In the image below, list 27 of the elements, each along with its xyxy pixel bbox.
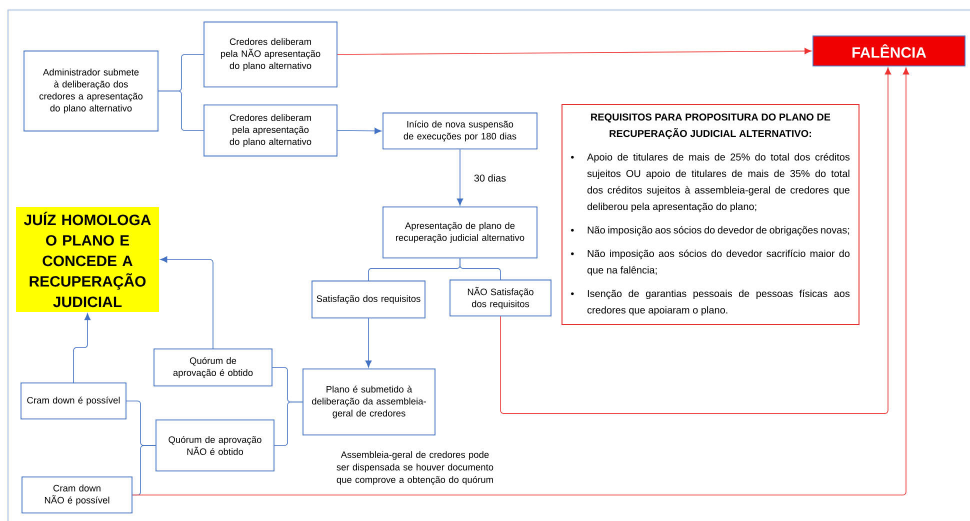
note-text: Assembleia-geral de credores pode ser dispensada se houver documento que comprove a obtenção do quórum — [336, 451, 494, 485]
arrow — [337, 128, 382, 134]
result-box: JUÍZ HOMOLOGA O PLANO E CONCEDE A RECUPERAÇÃO JUDICIAL — [16, 206, 159, 312]
arrow — [73, 313, 91, 383]
arrow — [132, 67, 910, 496]
process-box: Satisfação dos requisitos — [312, 280, 426, 318]
process-box: Credores deliberam pela apresentação do plano alternativo — [204, 104, 338, 156]
process-box: NÃO Satisfação dos requisitos — [450, 280, 552, 316]
process-box: Quórum de aprovação NÃO é obtido — [156, 420, 274, 472]
connector-line — [158, 90, 204, 131]
requirements-box: REQUISITOS PARA PROPOSITURA DO PLANO DE RECUPERAÇÃO JUDICIAL ALTERNATIVO: Apoio de titulares de mais de 25% do total dos créditos sujeitos OU apoio de titulares de mais de 35% do total dos créditos sujeitos à assembleia-geral de credores que deliberou pela apresentação do plano; Não imposição aos sócios do devedor de obrigações novas; Não imposição aos sócios do devedor sacrifício maior do que na falência; Isenção de garantias pessoais de pessoas físicas aos credores que apoiaram o plano. — [562, 104, 860, 326]
edge-label: 30 dias — [474, 174, 506, 182]
process-box: Quórum de aprovação é obtido — [154, 348, 272, 386]
arrow — [160, 256, 214, 349]
arrow — [365, 318, 372, 368]
process-box: Apresentação de plano de recuperação judicial alternativo — [382, 206, 538, 258]
process-box: Administrador submete à deliberação dos credores a apresentação do plano alternativo — [24, 50, 158, 132]
connector-line — [274, 402, 303, 446]
arrow — [500, 67, 892, 414]
process-box: Cram down NÃO é possível — [22, 476, 132, 514]
process-box: Plano é submetido à deliberação da assembleia-geral de credores — [302, 368, 436, 436]
outcome-box: FALÊNCIA — [812, 36, 966, 66]
arrow — [337, 48, 812, 55]
arrow — [456, 149, 464, 206]
process-box: Início de nova suspensão de execuções por 180 dias — [382, 112, 538, 150]
process-box: Credores deliberam pela NÃO apresentação do plano alternativo — [204, 22, 338, 88]
process-box: Cram down é possível — [20, 382, 126, 420]
